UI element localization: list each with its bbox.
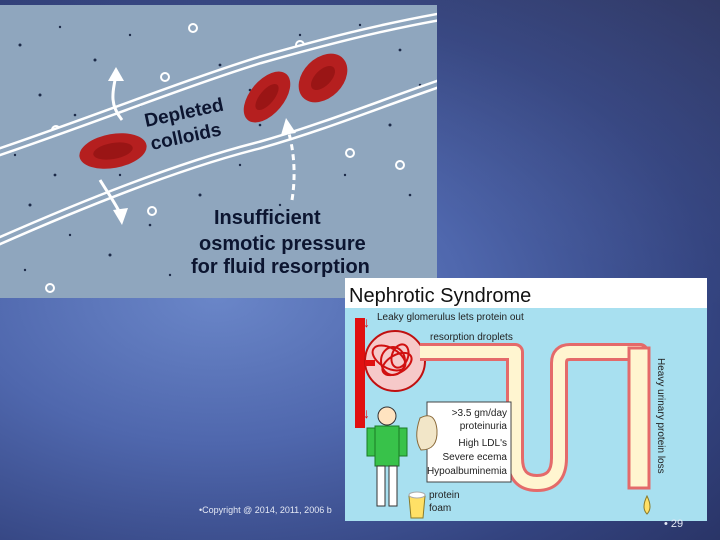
leaky-label: Leaky glomerulus lets protein out [377,312,524,323]
nephrotic-title: Nephrotic Syndrome [349,285,531,307]
urine-drop-icon [643,494,651,515]
red-blood-cells [79,53,348,169]
collecting-duct [627,346,651,490]
copyright-text: •Copyright @ 2014, 2011, 2006 b [199,505,332,515]
glomerulus [364,330,426,392]
renal-tubule [420,343,649,492]
patient-figure-icon [366,406,408,507]
fluid-arrows [98,67,296,225]
insufficient-label: Insufficient [214,207,321,229]
vessel-illustration: Depleted colloids Insufficient osmotic p… [0,5,437,298]
fluid-resorption-label: for fluid resorption [191,256,370,278]
osmotic-pressure-label: osmotic pressure [199,233,366,255]
resorption-label: resorption droplets [430,332,513,343]
down-arrow-icon: ↓ [363,405,370,421]
protein-label: protein [429,490,460,501]
particle-dots [13,23,422,277]
symptom-proteinuria: proteinuria [460,421,508,432]
symptom-hypoalbuminemia: Hypoalbuminemia [427,466,507,477]
symptom-proteinuria-amount: >3.5 gm/day [452,408,507,419]
symptoms-box [426,401,512,483]
kidney-icon [416,415,438,451]
down-arrow-icon: ↓ [363,314,370,330]
nephrotic-diagram: Nephrotic Syndrome ↓ ↓ Leaky glomerulus [345,278,707,521]
page-number: • 29 [664,518,684,530]
symptom-ldl: High LDL's [458,438,507,449]
symptom-edema: Severe ecema [443,452,508,463]
heavy-protein-loss-label: Heavy urinary protein loss [655,358,666,474]
blood-vessel [355,318,365,428]
foam-label: foam [429,503,451,514]
urine-cup-icon [408,491,426,519]
